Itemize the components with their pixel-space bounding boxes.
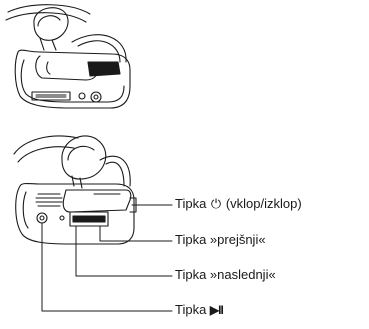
leader-next	[75, 225, 173, 277]
earphone-top-illustration	[5, 4, 131, 109]
play-pause-icon: ▶II	[209, 303, 224, 317]
power-icon: ⏻	[210, 196, 222, 211]
callout-leader-lines	[41, 204, 173, 312]
callout-playpause-label: Tipka ▶II	[175, 302, 224, 318]
earphone-bottom-illustration	[13, 135, 137, 245]
leader-playpause	[41, 222, 173, 312]
callout-next-label: Tipka »naslednji«	[175, 267, 276, 282]
callout-power-label: Tipka ⏻ (vklop/izklop)	[175, 196, 302, 212]
callout-power-suffix: (vklop/izklop)	[222, 196, 302, 211]
leader-previous	[99, 225, 173, 242]
callout-playpause-prefix: Tipka	[175, 302, 210, 317]
callout-power-prefix: Tipka	[175, 196, 210, 211]
callout-previous-label: Tipka »prejšnji«	[175, 232, 266, 247]
